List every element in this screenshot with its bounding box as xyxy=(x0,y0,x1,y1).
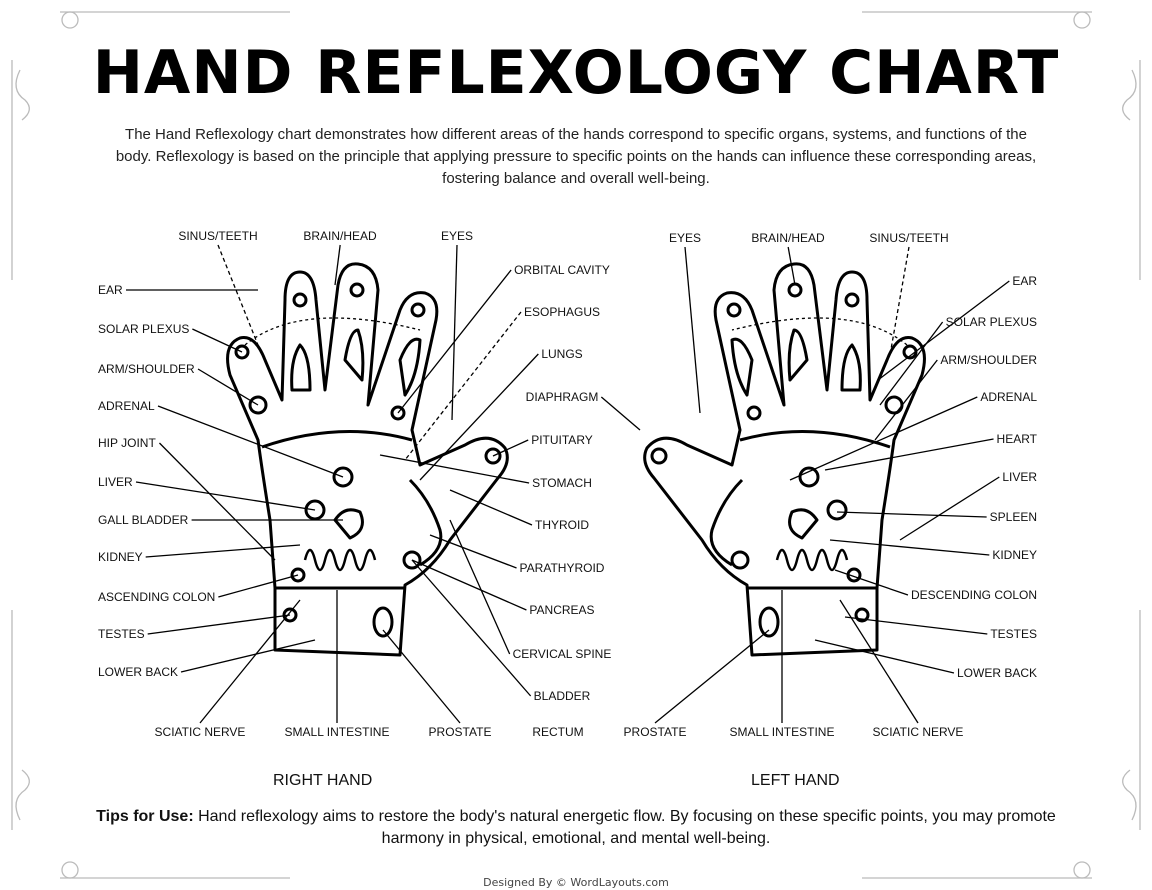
label-1-right-hand-side-labels: SOLAR PLEXUS xyxy=(98,322,189,336)
left-hand-title: LEFT HAND xyxy=(751,772,840,789)
label-10-left-hand-side-labels: LOWER BACK xyxy=(957,666,1037,680)
leader-line xyxy=(217,244,263,356)
label-1-bottom-labels: SMALL INTESTINE xyxy=(285,725,390,739)
leader-line xyxy=(218,574,299,598)
label-1-right-hand-top-labels: BRAIN/HEAD xyxy=(303,229,377,243)
leader-line xyxy=(787,246,796,286)
label-0-bottom-labels: SCIATIC NERVE xyxy=(155,725,246,739)
leader-line xyxy=(600,396,641,431)
label-8-center-labels: PANCREAS xyxy=(529,603,594,617)
label-7-left-hand-side-labels: KIDNEY xyxy=(992,548,1037,562)
leader-line xyxy=(824,438,994,471)
leader-line xyxy=(684,246,701,414)
label-3-right-hand-side-labels: ADRENAL xyxy=(98,399,155,413)
leader-line xyxy=(411,559,527,611)
label-6-center-labels: THYROID xyxy=(535,518,589,532)
leader-line xyxy=(839,599,919,724)
leader-line xyxy=(654,629,770,724)
label-5-bottom-labels: SMALL INTESTINE xyxy=(730,725,835,739)
label-2-bottom-labels: PROSTATE xyxy=(429,725,492,739)
leader-line xyxy=(449,489,533,526)
label-4-bottom-labels: PROSTATE xyxy=(624,725,687,739)
leader-line xyxy=(192,328,243,353)
credit: Designed By © WordLayouts.com xyxy=(483,876,669,889)
leader-line xyxy=(419,353,539,481)
leader-line xyxy=(158,442,276,561)
label-2-left-hand-side-labels: ARM/SHOULDER xyxy=(940,353,1037,367)
leader-line xyxy=(382,629,461,724)
leader-line xyxy=(429,534,517,569)
leader-line xyxy=(829,539,990,556)
leader-line xyxy=(411,559,532,697)
label-8-left-hand-side-labels: DESCENDING COLON xyxy=(911,588,1037,602)
leader-line xyxy=(145,544,301,558)
label-5-right-hand-side-labels: LIVER xyxy=(98,475,133,489)
leader-line xyxy=(451,244,458,421)
right-hand-drawing xyxy=(226,262,509,657)
intro-text: The Hand Reflexology chart demonstrates … xyxy=(115,126,1037,187)
label-2-right-hand-top-labels: EYES xyxy=(441,229,473,243)
label-4-right-hand-side-labels: HIP JOINT xyxy=(98,436,156,450)
label-2-right-hand-side-labels: ARM/SHOULDER xyxy=(98,362,195,376)
tips-text: Tips for Use: Hand reflexology aims to r… xyxy=(70,806,1082,850)
label-1-left-hand-side-labels: SOLAR PLEXUS xyxy=(946,315,1037,329)
label-7-center-labels: PARATHYROID xyxy=(520,561,605,575)
right-hand-title: RIGHT HAND xyxy=(273,772,373,789)
leader-line xyxy=(334,244,341,286)
label-6-bottom-labels: SCIATIC NERVE xyxy=(873,725,964,739)
leader-line xyxy=(147,614,291,635)
label-2-left-hand-top-labels: SINUS/TEETH xyxy=(869,231,948,245)
decorative-border xyxy=(11,11,1141,879)
leader-line xyxy=(899,476,1000,541)
leader-line xyxy=(874,359,938,441)
label-5-left-hand-side-labels: LIVER xyxy=(1002,470,1037,484)
label-5-center-labels: STOMACH xyxy=(532,476,592,490)
leader-line xyxy=(814,639,955,674)
label-9-left-hand-side-labels: TESTES xyxy=(990,627,1037,641)
label-2-center-labels: LUNGS xyxy=(541,347,582,361)
label-6-left-hand-side-labels: SPLEEN xyxy=(990,510,1037,524)
label-7-right-hand-side-labels: KIDNEY xyxy=(98,550,143,564)
leader-line xyxy=(397,269,512,414)
label-4-left-hand-side-labels: HEART xyxy=(997,432,1038,446)
label-0-left-hand-side-labels: EAR xyxy=(1012,274,1037,288)
leader-line xyxy=(379,454,530,484)
label-0-center-labels: ORBITAL CAVITY xyxy=(514,263,610,277)
leader-line xyxy=(197,368,259,406)
leader-line xyxy=(135,481,316,511)
label-0-left-hand-top-labels: EYES xyxy=(669,231,701,245)
label-0-right-hand-side-labels: EAR xyxy=(98,283,123,297)
leader-line xyxy=(492,439,529,457)
label-9-center-labels: CERVICAL SPINE xyxy=(513,647,612,661)
tips-label: Tips for Use: xyxy=(96,808,194,825)
leader-line xyxy=(199,599,301,724)
label-3-left-hand-side-labels: ADRENAL xyxy=(980,390,1037,404)
label-10-right-hand-side-labels: LOWER BACK xyxy=(98,665,178,679)
leader-line xyxy=(404,311,522,461)
page-title: HAND REFLEXOLOGY CHART xyxy=(92,38,1060,108)
label-9-right-hand-side-labels: TESTES xyxy=(98,627,145,641)
label-3-bottom-labels: RECTUM xyxy=(532,725,583,739)
label-8-right-hand-side-labels: ASCENDING COLON xyxy=(98,590,215,604)
label-10-center-labels: BLADDER xyxy=(534,689,591,703)
tips-body: Hand reflexology aims to restore the bod… xyxy=(193,808,1056,847)
label-1-center-labels: ESOPHAGUS xyxy=(524,305,600,319)
leader-line xyxy=(836,511,987,518)
leader-line xyxy=(879,321,944,406)
leader-line xyxy=(180,639,316,673)
leader-line xyxy=(449,519,511,655)
label-1-left-hand-top-labels: BRAIN/HEAD xyxy=(751,231,825,245)
leader-line xyxy=(834,569,909,596)
label-0-right-hand-top-labels: SINUS/TEETH xyxy=(178,229,257,243)
leader-line xyxy=(889,246,910,356)
leader-line xyxy=(877,280,1010,381)
leader-line xyxy=(844,616,988,635)
label-4-center-labels: PITUITARY xyxy=(531,433,593,447)
leader-line xyxy=(789,396,978,481)
label-6-right-hand-side-labels: GALL BLADDER xyxy=(98,513,189,527)
label-3-center-labels: DIAPHRAGM xyxy=(526,390,599,404)
leader-line xyxy=(157,405,344,478)
